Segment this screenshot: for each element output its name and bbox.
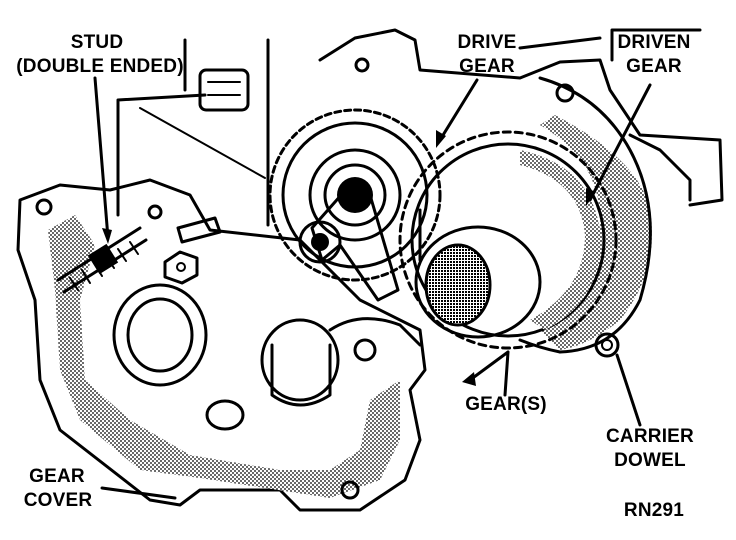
drive-gear [268,108,442,282]
gear-cover [16,178,427,512]
drive-gear-label-line1: DRIVE [457,32,517,53]
gear-cover-label-line2: COVER [23,490,93,511]
stud-label-line2: (DOUBLE ENDED) [16,56,184,77]
engine-housing [116,28,724,227]
figure-code: RN291 [623,500,685,521]
gear-carrier-plate [518,76,652,358]
gears-label: GEAR(S) [465,394,547,415]
carrier-dowel-label-line2: DOWEL [614,450,686,471]
gear-cover-label-line1: GEAR [29,466,85,487]
link-arm [298,183,400,302]
stud-double-ended [56,226,148,294]
carrier-dowel-label-line1: CARRIER [606,426,694,447]
stud-label-line1: STUD [70,32,124,53]
driven-gear [398,130,618,350]
driven-gear-label-line1: DRIVEN [617,32,691,53]
drive-gear-label-line2: GEAR [459,56,515,77]
leader-lines [93,36,652,500]
driven-gear-label-line2: GEAR [626,56,682,77]
